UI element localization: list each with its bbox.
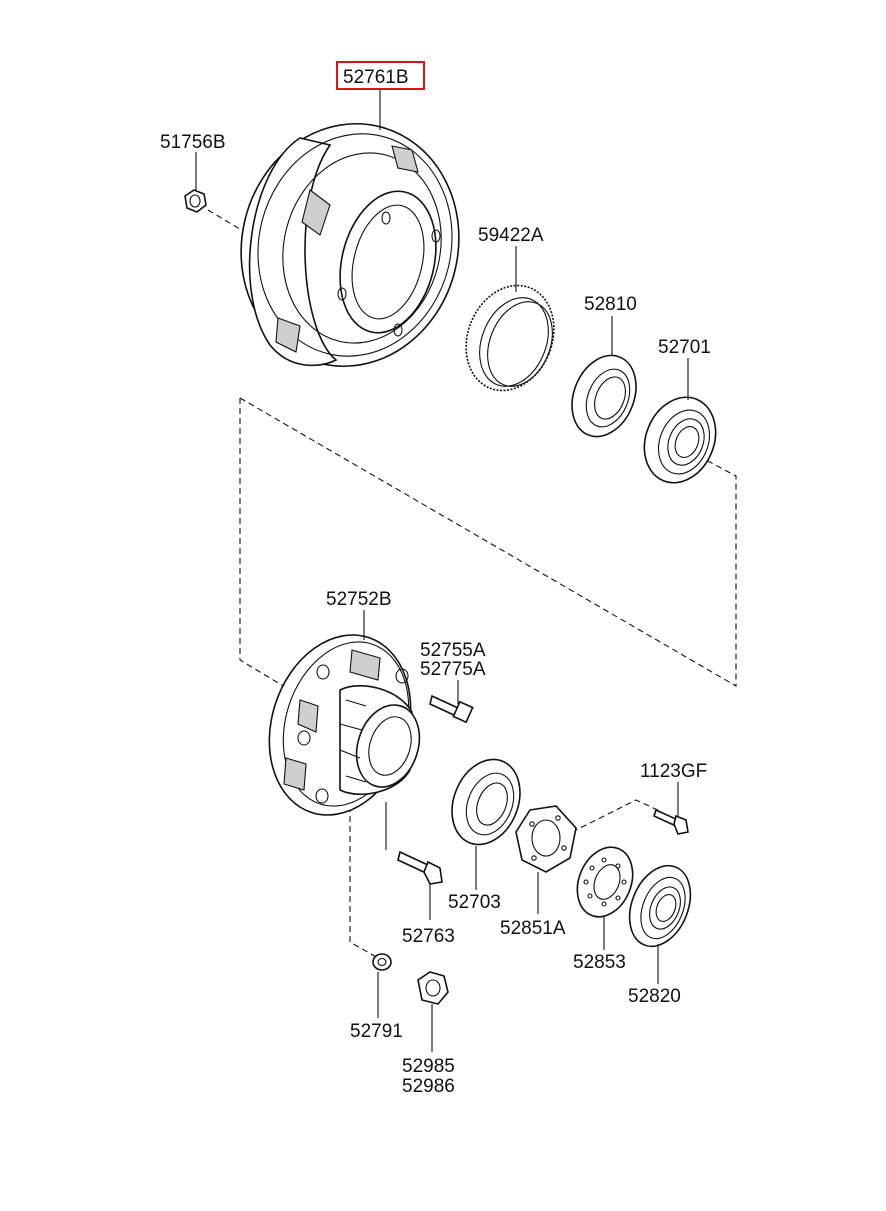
washer[interactable]: [372, 953, 392, 971]
inner-bearing[interactable]: [440, 749, 532, 855]
label-52763[interactable]: 52763: [402, 926, 455, 947]
inner-seal[interactable]: [618, 857, 701, 956]
brake-drum[interactable]: [216, 100, 485, 389]
label-52791[interactable]: 52791: [350, 1021, 403, 1042]
outer-bearing[interactable]: [632, 386, 728, 493]
hub-bolt[interactable]: [397, 850, 443, 885]
lock-nut[interactable]: [515, 805, 577, 873]
label-52986[interactable]: 52986: [402, 1076, 455, 1097]
label-52820[interactable]: 52820: [628, 986, 681, 1007]
label-52851A[interactable]: 52851A: [500, 918, 566, 939]
label-52775A[interactable]: 52775A: [420, 659, 486, 680]
label-52755A[interactable]: 52755A: [420, 640, 486, 661]
lock-washer[interactable]: [567, 839, 642, 925]
callout-labels: 52761B 51756B 59422A 52810 52701 52752B …: [160, 61, 711, 1097]
label-52853[interactable]: 52853: [573, 952, 626, 973]
label-52810[interactable]: 52810: [584, 294, 637, 315]
wheel-nut[interactable]: [417, 971, 449, 1005]
retaining-bolt[interactable]: [653, 808, 689, 835]
label-52985[interactable]: 52985: [402, 1056, 455, 1077]
label-52761B[interactable]: 52761B: [343, 67, 409, 88]
label-51756B[interactable]: 51756B: [160, 132, 226, 153]
highlight-box: [336, 61, 425, 90]
hub-stud[interactable]: [429, 694, 474, 724]
wheel-hub[interactable]: [247, 616, 433, 833]
label-59422A[interactable]: 59422A: [478, 225, 544, 246]
tone-ring[interactable]: [451, 272, 569, 404]
label-52703[interactable]: 52703: [448, 892, 501, 913]
outer-seal[interactable]: [560, 346, 647, 446]
label-52752B[interactable]: 52752B: [326, 589, 392, 610]
label-1123GF[interactable]: 1123GF: [640, 761, 707, 782]
label-52701[interactable]: 52701: [658, 337, 711, 358]
leader-lines: [195, 89, 689, 1052]
drum-nut[interactable]: [184, 189, 207, 213]
